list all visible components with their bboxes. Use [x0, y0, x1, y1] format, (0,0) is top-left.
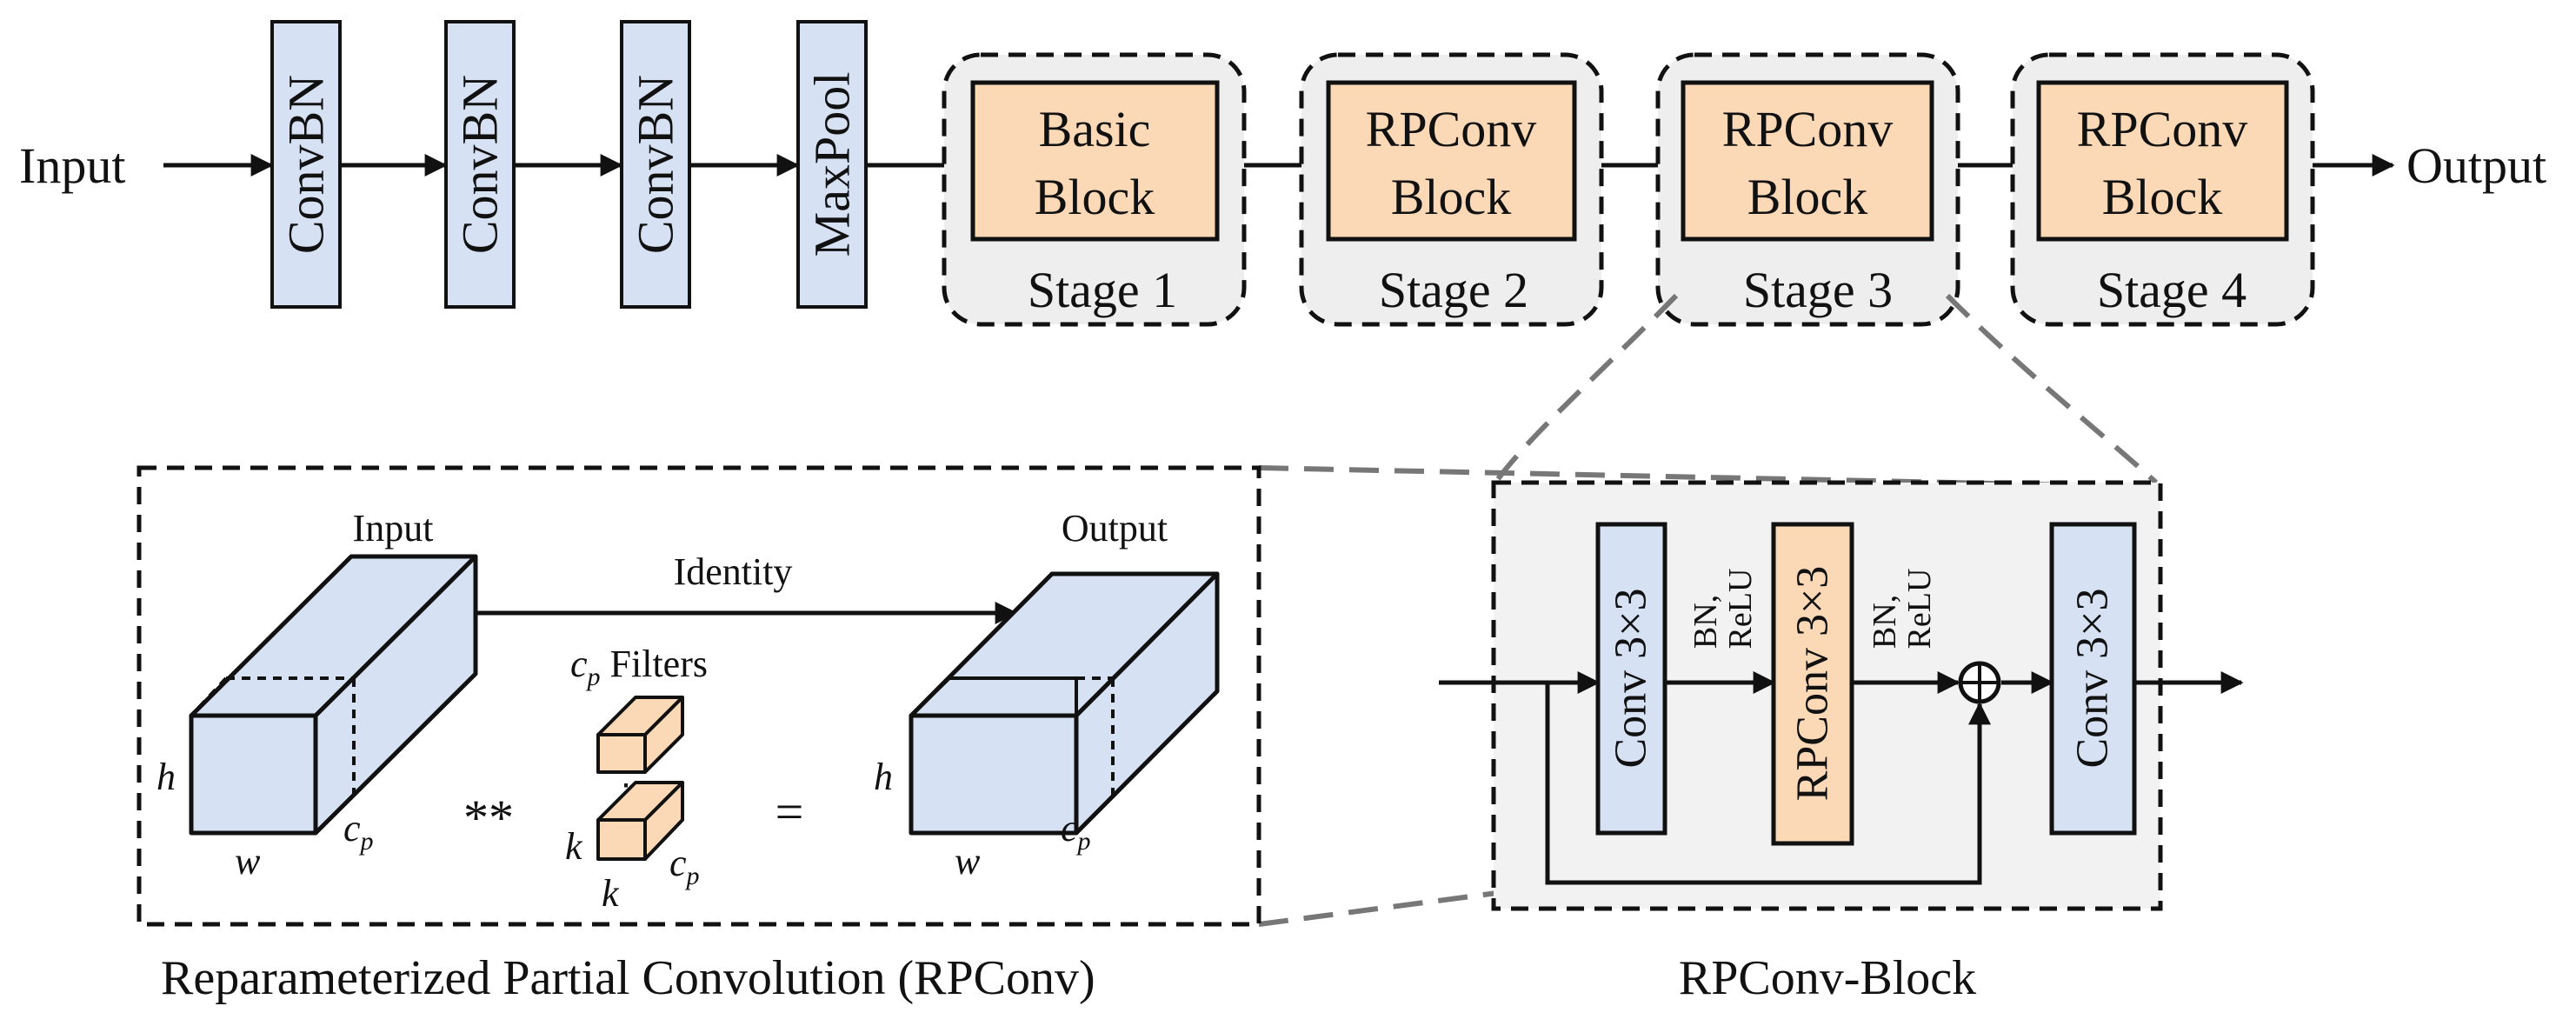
output-dim-h: h — [874, 756, 893, 798]
block-rpconv: RPConv 3×3 — [1771, 522, 1854, 846]
output-dim-cp-sub: p — [1076, 827, 1091, 856]
filters-sym: c — [570, 643, 588, 685]
layer-convbn-2: ConvBN — [444, 20, 516, 309]
filters-sub: p — [586, 663, 601, 691]
filter-dim-k-bottom: k — [602, 872, 620, 915]
filter-cube-2 — [596, 781, 684, 861]
filters-label: cp Filters — [570, 643, 708, 691]
input-tensor-cuboid — [189, 554, 478, 836]
stage-4-block-line1: RPConv — [2077, 101, 2248, 157]
block-act2-line1: BN, — [1867, 595, 1903, 649]
stage-4-label: Stage 4 — [2097, 262, 2247, 318]
backbone-input-label: Input — [19, 137, 125, 194]
stage-1: Basic Block Stage 1 — [942, 52, 1247, 327]
stage-2-block-line1: RPConv — [1366, 101, 1537, 157]
identity-label: Identity — [674, 550, 793, 593]
input-dim-w: w — [235, 840, 261, 883]
zoom-curve-left — [1493, 293, 1679, 484]
filters-word: Filters — [601, 643, 708, 685]
layer-convbn-1-label: ConvBN — [278, 75, 335, 254]
layer-convbn-3-label: ConvBN — [628, 75, 684, 254]
rpconv-panel: Input h w cp Identity ** cp Filters ⋮ k … — [136, 465, 1261, 1005]
output-tensor-cuboid — [909, 571, 1220, 836]
filter-dim-k-left: k — [565, 825, 583, 868]
backbone-output-label: Output — [2406, 137, 2546, 194]
stage-1-block-line1: Basic — [1039, 101, 1151, 157]
rpconv-caption: Reparameterized Partial Convolution (RPC… — [161, 951, 1095, 1005]
stage-4: RPConv Block Stage 4 — [2010, 52, 2315, 327]
stage-4-block-line2: Block — [2102, 169, 2223, 225]
block-skip-connection — [1545, 683, 1991, 885]
zoom-curve-right — [1945, 293, 2159, 485]
equals-sign: = — [775, 783, 804, 840]
stage-1-block-line2: Block — [1035, 169, 1155, 225]
input-dim-cp-sub: p — [359, 827, 374, 856]
backbone: Input Output ConvBN ConvBN ConvBN — [19, 20, 2546, 327]
stage-2-block-line2: Block — [1391, 169, 1512, 225]
layer-convbn-1: ConvBN — [270, 20, 342, 309]
layer-maxpool-label: MaxPool — [804, 72, 861, 257]
block-conv2: Conv 3×3 — [2049, 522, 2137, 836]
rpconv-block-panel: Conv 3×3 RPConv 3×3 Conv 3×3 BN, ReLU BN… — [1439, 480, 2244, 1005]
stage-3-block-line1: RPConv — [1722, 101, 1894, 157]
rpconv-block-caption: RPConv-Block — [1679, 951, 1976, 1005]
input-dim-cp: cp — [343, 807, 374, 856]
filter-cube-1 — [596, 696, 684, 774]
stage-2: RPConv Block Stage 2 — [1299, 52, 1604, 327]
conv-operator: ** — [463, 789, 514, 846]
output-dim-cp: cp — [1061, 807, 1091, 856]
layer-maxpool: MaxPool — [796, 20, 868, 309]
output-dim-w: w — [955, 840, 981, 883]
stage-3-label: Stage 3 — [1743, 262, 1893, 318]
input-dim-cp-sym: c — [343, 807, 361, 849]
output-tensor-label: Output — [1062, 507, 1168, 550]
block-rpconv-label: RPConv 3×3 — [1788, 566, 1838, 802]
filter-dim-cp: cp — [669, 842, 700, 890]
input-dim-h: h — [156, 756, 176, 798]
block-act2-line2: ReLU — [1901, 569, 1938, 650]
block-conv1-label: Conv 3×3 — [1607, 588, 1656, 768]
block-act1-line2: ReLU — [1722, 569, 1759, 650]
stage-3: RPConv Block Stage 3 — [1655, 52, 1960, 327]
filter-dim-cp-sym: c — [669, 842, 687, 884]
block-add-node — [1958, 661, 2001, 704]
stage-3-block-line2: Block — [1747, 169, 1868, 225]
filter-dim-cp-sub: p — [685, 862, 700, 890]
block-conv1: Conv 3×3 — [1595, 522, 1667, 836]
input-tensor-label: Input — [353, 507, 434, 550]
layer-convbn-3: ConvBN — [620, 20, 691, 309]
stage-1-label: Stage 1 — [1028, 262, 1177, 318]
block-conv2-label: Conv 3×3 — [2068, 588, 2118, 768]
layer-convbn-2-label: ConvBN — [452, 75, 509, 254]
block-act1-line1: BN, — [1687, 595, 1724, 649]
stage-2-label: Stage 2 — [1379, 262, 1528, 318]
output-dim-cp-sym: c — [1061, 807, 1078, 849]
